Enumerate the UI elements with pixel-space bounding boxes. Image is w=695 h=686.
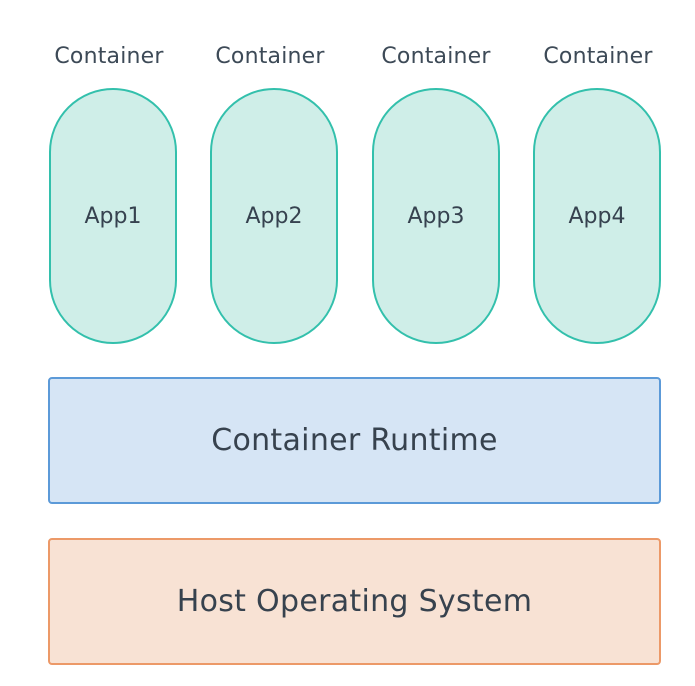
- container-app3: App3: [372, 88, 500, 344]
- container-runtime-label: Container Runtime: [211, 423, 498, 458]
- container-label-1: Container: [54, 44, 164, 69]
- container-label-4: Container: [543, 44, 653, 69]
- container-label-3: Container: [381, 44, 491, 69]
- host-os-label: Host Operating System: [176, 584, 533, 619]
- app-label-2: App2: [245, 203, 303, 229]
- container-runtime-layer: Container Runtime: [48, 377, 661, 504]
- host-os-layer: Host Operating System: [48, 538, 661, 665]
- container-label-2: Container: [215, 44, 325, 69]
- app-label-4: App4: [568, 203, 626, 229]
- app-label-3: App3: [407, 203, 465, 229]
- container-app2: App2: [210, 88, 338, 344]
- app-label-1: App1: [84, 203, 142, 229]
- container-app4: App4: [533, 88, 661, 344]
- container-app1: App1: [49, 88, 177, 344]
